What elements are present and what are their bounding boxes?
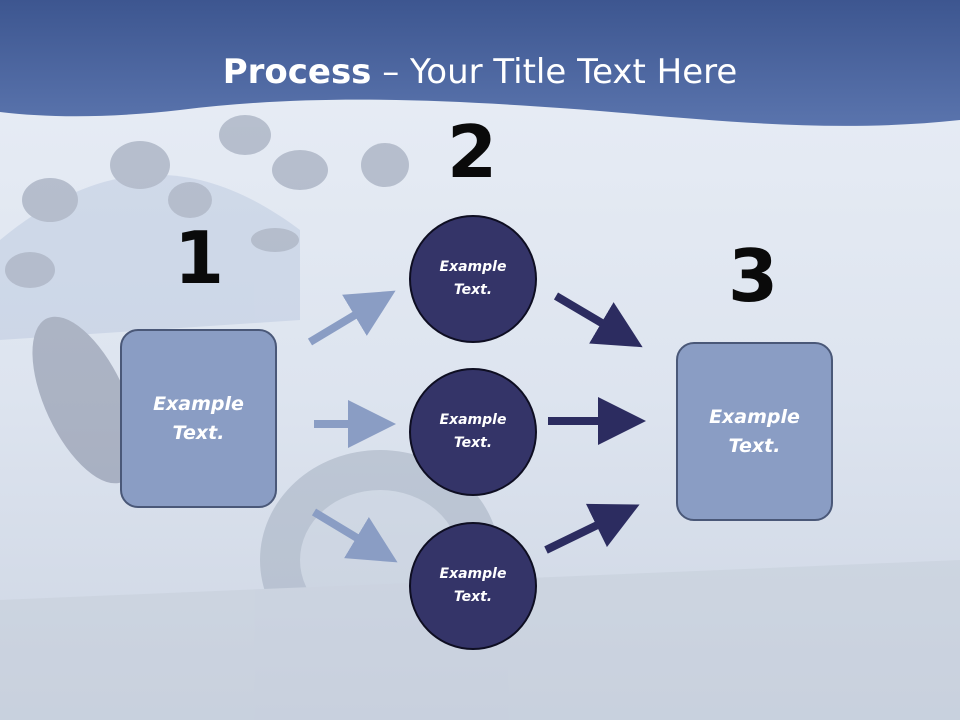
circle-middle: Example Text. bbox=[409, 368, 537, 496]
circle-top: Example Text. bbox=[409, 215, 537, 343]
step-number-1: 1 bbox=[173, 216, 225, 300]
arrow-circle-bottom-to-3 bbox=[544, 503, 640, 554]
step-1-box: Example Text. bbox=[120, 329, 277, 508]
arrow-1-to-circle-top bbox=[307, 290, 396, 346]
arrows bbox=[307, 290, 646, 563]
circle-middle-label: Example Text. bbox=[439, 412, 507, 451]
title-bold: Process bbox=[222, 52, 372, 92]
title-rest: – Your Title Text Here bbox=[371, 52, 738, 92]
circle-top-label: Example Text. bbox=[439, 259, 507, 298]
step-1-label: Example Text. bbox=[153, 392, 244, 444]
step-3-label: Example Text. bbox=[709, 405, 800, 457]
circle-bottom-label: Example Text. bbox=[439, 566, 507, 605]
slide-title: Process – Your Title Text Here bbox=[0, 52, 960, 92]
arrow-circle-top-to-3 bbox=[553, 292, 643, 348]
step-3-box: Example Text. bbox=[676, 342, 833, 521]
step-number-3: 3 bbox=[727, 234, 779, 318]
circle-bottom: Example Text. bbox=[409, 522, 537, 650]
step-number-2: 2 bbox=[446, 110, 498, 194]
header-band bbox=[0, 0, 960, 126]
arrow-1-to-circle-bottom bbox=[311, 508, 398, 563]
